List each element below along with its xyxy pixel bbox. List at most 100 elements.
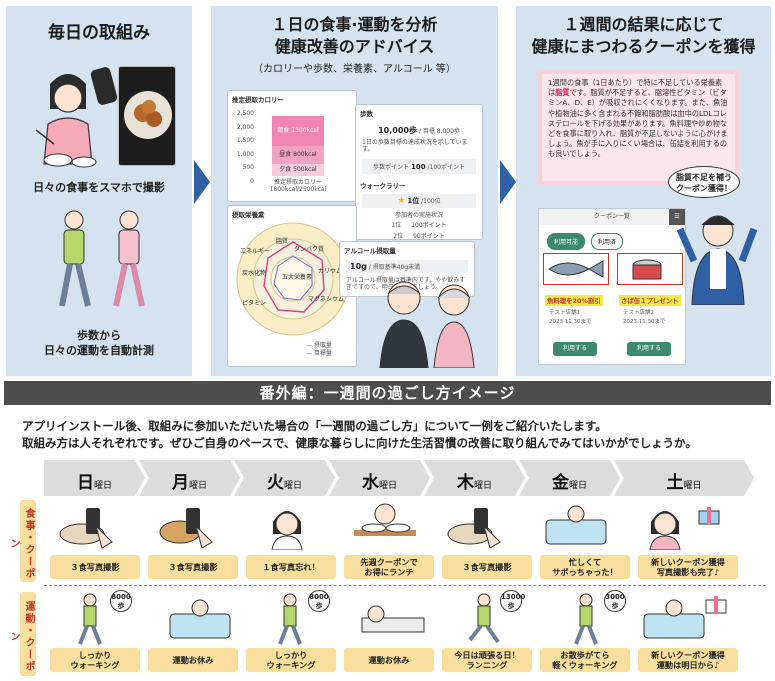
y-tick: 0 [250,177,254,185]
sleeping-person-icon [361,605,425,633]
expiry-date: 2023.11.30まで [549,319,592,325]
menu-icon[interactable]: ☰ [669,209,685,225]
y-tick: 2,500 [236,110,254,117]
step-count-badge: 13000 歩 [500,590,525,612]
nutrient-card-title: 摂取栄養素 [232,211,265,219]
happy-man-illustration [676,215,758,305]
intro-line-2: 取組み方は人それぞれです。ぜひご自身のペースで、健康な暮らしに向けた生活習慣の改… [22,436,697,450]
coupon-speech-bubble: 脂質不足を補う クーポン獲得！ [668,166,740,198]
gift-icon [705,596,727,614]
note-highlight: 脂質 [555,88,570,98]
nutrient-label: 五大栄養素 [282,274,313,281]
note-after: です。脂質が不足すると、脂溶性ビタミン（ビタミンA、D、E）が吸収されにくくなり… [548,88,728,159]
phone-food-photo-icon [447,508,501,549]
shop-name: テスト店舗2 [623,310,654,316]
daily-panel: 毎日の取組み 日々の食事をスマホで撮影 歩数から 日々の運動を自動計測 [6,6,192,376]
tab-available[interactable]: 利用可能 [547,233,586,250]
dinner-bar: 夕食 500kcal [272,164,324,176]
coupon-label-can: さば缶１プレゼント [619,295,681,306]
day-suffix: 曜日 [378,481,397,491]
y-tick: 1,500 [236,137,254,144]
worried-woman-icon [271,511,303,550]
phone-bread-photo-icon [159,508,213,549]
food-note-sun: ３食写真撮影 [50,555,140,579]
nutrient-card: 摂取栄養素 脂質 タンパク質 カリウム マグネシウム ビタミン エネルギー 炭水… [227,205,357,367]
day-label: 水 [361,473,379,493]
phone-food-photo-icon [59,508,113,549]
table-row: 2位 90ポイント [356,230,482,240]
woman-eating-illustration [35,74,97,168]
gift-icon [698,507,720,525]
nutrient-label: マグネシウム [308,296,345,303]
day-label: 日 [76,473,94,493]
y-tick: 500 [242,164,254,171]
rally-table-title: 参加者の実施状況 [394,212,443,219]
food-note-wed: 先週クーポンで お得にランチ [344,555,434,579]
food-note-fri: 忙しくて サボっちゃった！ [540,555,630,579]
walking-man-icon [78,593,102,645]
lunch-restaurant-icon [354,503,416,536]
food-note-thu: ３食写真撮影 [442,555,532,579]
walking-people-illustration [59,210,145,307]
analysis-subtitle: （カロリーや歩数、栄養素、アルコール 等） [253,64,456,75]
day-suffix: 曜日 [93,481,112,491]
use-coupon-button[interactable]: 利用する [627,342,671,356]
alcohol-note: / 摂取基準40g未満 [368,264,421,271]
nutrient-label: ビタミン [242,300,267,307]
step-count-badge: 3000 歩 [604,590,626,612]
day-suffix: 曜日 [188,481,207,491]
nutrient-label: タンパク質 [294,246,325,253]
exercise-note-sun: しっかり ウォーキング [50,648,140,672]
coupon-label-fish: 魚料理を20%割引 [545,295,603,306]
use-coupon-button[interactable]: 利用する [553,342,597,356]
walking-man-icon [574,593,598,645]
row-label-exercise: 運動・クーポン [8,592,36,676]
bathtub-icon [169,599,231,639]
day-label: 金 [551,473,569,493]
steps-card-title: 歩数 [360,110,373,118]
alcohol-card-title: アルコール摂取量 [344,247,396,255]
exercise-note-sat: 新しいクーポン獲得 運動は明日から♪ [638,648,738,672]
coupon-title-1: １週間の結果に応じて [563,15,724,34]
rank-value: 1位 [407,197,420,205]
coupon-list-screen: クーポン一覧 ☰ 利用可能 利用済 魚料理を20%割引 さば缶１プレゼント テス… [538,208,686,365]
bathtub-icon [545,505,607,545]
nutrient-label: 炭水化物 [242,270,267,277]
rank-cell: 2位 [393,233,404,240]
day-saturday: 土曜日 [614,460,754,496]
daily-steps-caption: 歩数から 日々の運動を自動計測 [44,329,154,357]
table-row: 1位 100ポイント [356,219,482,230]
exercise-note-fri: お散歩がてら 軽くウォーキング [540,648,630,672]
star-icon: ★ [397,196,406,206]
elderly-couple-illustration [379,281,475,368]
day-wednesday: 水曜日 [329,460,430,496]
bonus-section-title: 番外編：一週間の過ごし方イメージ [4,381,771,405]
daily-photo-caption: 日々の食事をスマホで撮影 [33,181,165,194]
day-suffix: 曜日 [683,481,702,491]
points-label: 歩数ポイント [373,164,410,171]
lunch-bar: 昼食 800kcal [272,146,324,164]
nutrient-radar-chart [236,222,350,336]
coupon-title-2: 健康にまつわるクーポンを獲得 [531,37,756,56]
rank-cell: 1位 [391,222,402,229]
day-suffix: 曜日 [568,481,587,491]
steps-card: 歩数 10,000歩 / 目標 8,000歩 1日の歩数目標の達成状況を示してい… [355,104,483,240]
points-value: 100 [410,163,426,171]
weekday-timeline: 日曜日 月曜日 火曜日 水曜日 木曜日 金曜日 土曜日 [44,460,754,496]
day-label: 火 [266,473,284,493]
row-divider [44,585,766,586]
shop-name: テスト店舗1 [549,310,580,316]
day-suffix: 曜日 [283,481,302,491]
points-unit: /100ポイント [427,164,465,171]
nutrient-label: エネルギー [240,248,271,255]
day-label: 木 [456,473,474,493]
walking-rally-title: ウォークラリー [360,182,406,190]
exercise-note-mon: 運動お休み [148,648,238,672]
tab-used[interactable]: 利用済 [591,233,624,250]
analysis-title-1: １日の食事·運動を分析 [271,15,438,34]
day-monday: 月曜日 [139,460,240,496]
flow-arrow-icon [500,160,516,204]
fish-image [543,253,609,285]
food-note-tue: １食写真忘れ！ [246,555,336,579]
happy-woman-phone-icon [649,511,681,550]
